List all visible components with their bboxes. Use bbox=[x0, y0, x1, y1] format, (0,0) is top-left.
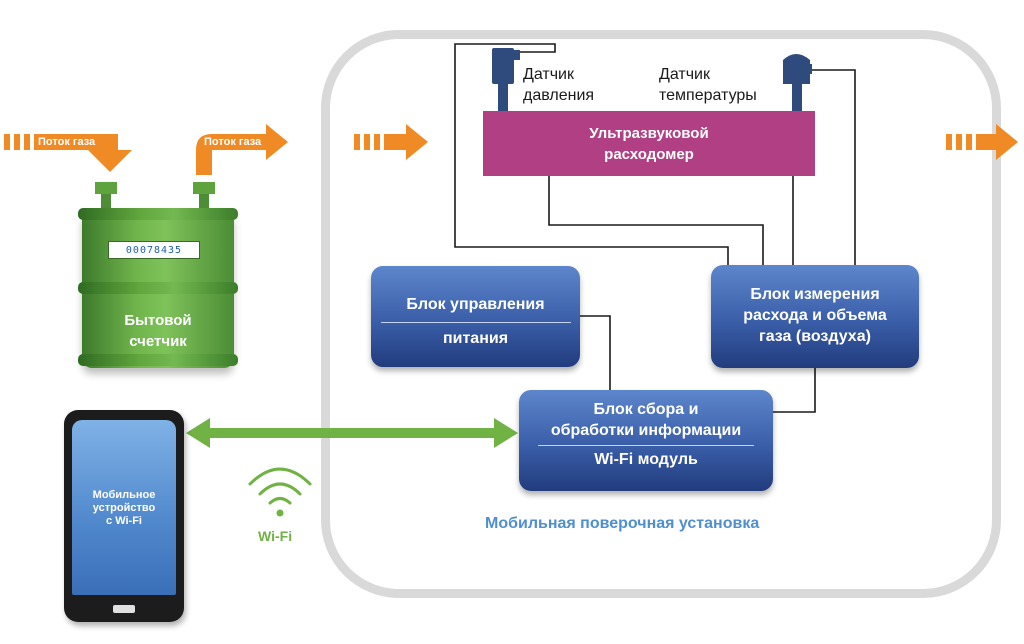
temperature-sensor-icon bbox=[783, 54, 812, 111]
meter-counter-display: 00078435 bbox=[108, 241, 200, 259]
flow-dash bbox=[956, 134, 962, 150]
flow-arrow-down bbox=[34, 134, 132, 172]
pressure-sensor-label: Датчик давления bbox=[523, 66, 595, 104]
ultrasonic-flowmeter: Ультразвуковой расходомер bbox=[483, 111, 815, 176]
flow-arrow-exit bbox=[976, 124, 1018, 160]
temperature-sensor-label: Датчик температуры bbox=[659, 66, 757, 104]
power-control-block: Блок управления питания bbox=[371, 266, 580, 367]
flow-arrow-out bbox=[196, 124, 288, 175]
wifi-label: Wi-Fi bbox=[258, 528, 293, 544]
mobile-home-button bbox=[113, 605, 135, 613]
pressure-sensor-icon bbox=[492, 48, 520, 111]
meter-label: Бытовой счетчик bbox=[124, 312, 192, 350]
mobile-device-label: Мобильное устройство с Wi-Fi bbox=[92, 489, 156, 527]
measurement-block: Блок измерения расхода и объема газа (во… bbox=[711, 265, 919, 368]
gas-meter bbox=[78, 208, 238, 368]
flow-dash bbox=[354, 134, 360, 150]
mobile-device-screen bbox=[72, 420, 176, 595]
flow-dash bbox=[946, 134, 952, 150]
flow-dash bbox=[14, 134, 20, 150]
flow-dash bbox=[4, 134, 10, 150]
installation-caption: Мобильная поверочная установка bbox=[485, 515, 760, 532]
wifi-icon bbox=[248, 467, 312, 505]
flow-arrow-in bbox=[384, 124, 428, 160]
flow-dash bbox=[24, 134, 30, 150]
wifi-link-arrow bbox=[186, 418, 518, 448]
gas-flow-in-label: Поток газа bbox=[38, 136, 96, 148]
installation-frame bbox=[321, 30, 1001, 598]
flow-dash bbox=[364, 134, 370, 150]
flow-dash bbox=[966, 134, 972, 150]
gas-flow-out-label: Поток газа bbox=[204, 136, 262, 148]
data-collection-block: Блок сбора и обработки информации Wi-Fi … bbox=[519, 390, 773, 491]
flow-dash bbox=[374, 134, 380, 150]
